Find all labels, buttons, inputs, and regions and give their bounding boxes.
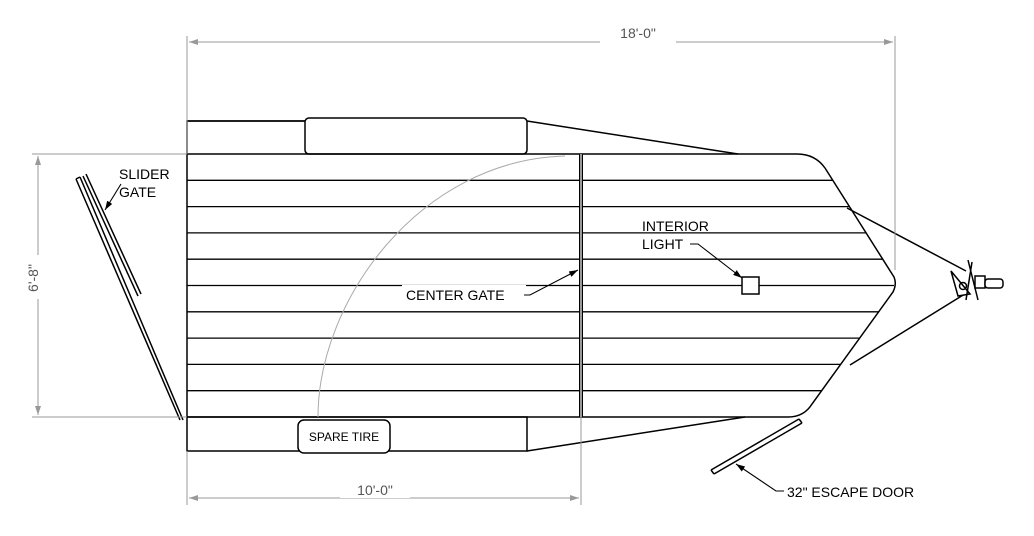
interior-light <box>741 276 760 295</box>
floor-boards <box>187 179 894 392</box>
escape-door <box>710 418 800 471</box>
slider-gate-label-line1: SLIDER <box>119 166 170 182</box>
overall-length-dimension: 18'-0" <box>186 25 896 270</box>
floor-outline <box>186 153 897 418</box>
top-fender <box>304 117 528 155</box>
width-dimension: 6'-8" <box>25 153 187 418</box>
spare-tire-label: SPARE TIRE <box>309 430 379 444</box>
slider-gate-swing-arc <box>317 155 566 418</box>
center-gate-label: CENTER GATE <box>406 287 505 303</box>
interior-light-label-line2: LIGHT <box>642 236 684 252</box>
slider-gate-track <box>82 175 139 297</box>
slider-gate-leader <box>104 183 122 211</box>
escape-door-label: 32" ESCAPE DOOR <box>787 484 914 500</box>
spare-tire-box <box>297 419 391 454</box>
bottom-side-rail <box>526 416 746 452</box>
escape-door-leader <box>735 463 784 492</box>
interior-light-label-line1: INTERIOR <box>642 218 709 234</box>
slider-gate-panel <box>79 176 184 421</box>
center-gate-dimension: 10'-0" <box>186 417 582 505</box>
width-text: 6'-8" <box>25 264 41 292</box>
center-gate-distance-text: 10'-0" <box>357 482 393 498</box>
tongue <box>846 207 969 366</box>
interior-light-leader <box>690 243 743 279</box>
center-gate-leader <box>524 269 579 296</box>
slider-gate-label-line2: GATE <box>119 184 156 200</box>
top-side-rail <box>186 120 305 154</box>
overall-length-text: 18'-0" <box>620 25 656 41</box>
